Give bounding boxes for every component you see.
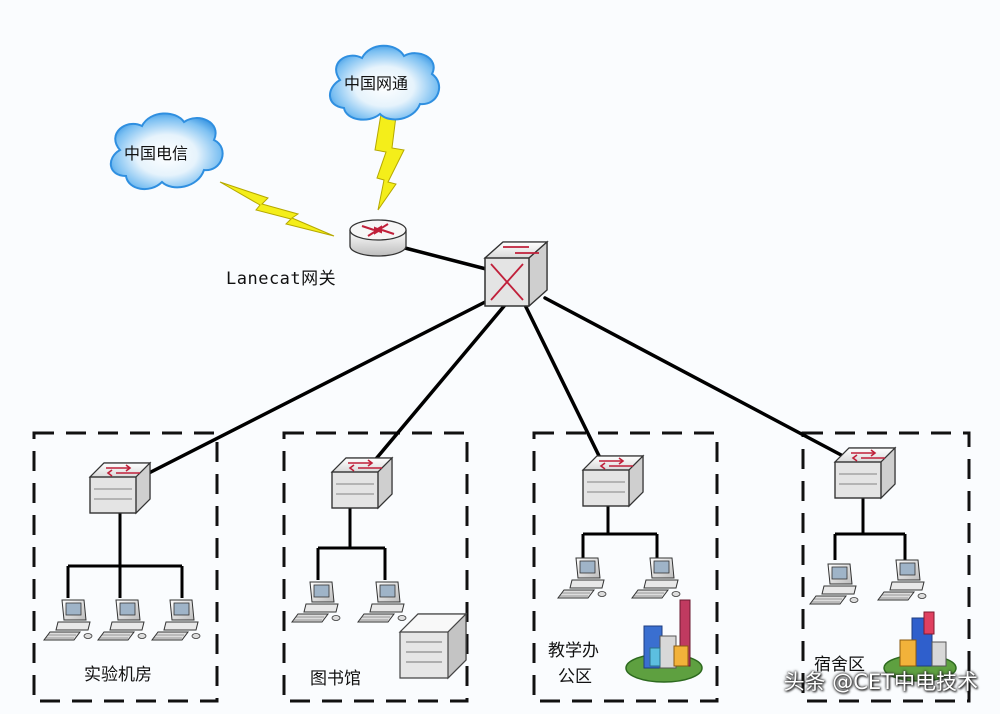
lightning-telecom-icon [219,181,335,237]
zone-label-library: 图书馆 [310,669,361,689]
link-core-library [368,303,507,468]
office-buildings-icon [625,599,703,683]
zone-label-dorm: 宿舍区 [814,655,865,675]
pc-dorm-1-icon [809,563,859,605]
link-core-dorm [543,296,862,467]
router-gateway-icon [349,219,407,257]
zone-label-teaching-line1: 教学办 [548,641,599,661]
pc-teaching-2-icon [631,557,681,599]
pc-lab-1-icon [43,599,93,641]
library-building-icon [398,612,468,680]
switch-lab-icon [89,462,151,514]
cloud-telecom-label: 中国电信 [124,144,189,163]
zone-box-teaching [532,431,719,703]
pc-dorm-2-icon [877,559,927,601]
link-core-lab [143,296,495,477]
link-gateway-core [403,246,492,272]
link-core-teaching [523,303,605,466]
switch-library-icon [331,457,393,509]
core-switch-icon [484,241,548,307]
zone-box-lab [32,431,219,703]
pc-lab-3-icon [151,599,201,641]
switch-teaching-icon [582,455,644,507]
pc-teaching-1-icon [557,557,607,599]
zone-box-dorm [801,431,971,703]
pc-library-2-icon [357,581,407,623]
switch-dorm-icon [834,447,896,499]
zone-label-teaching-line2: 公区 [558,667,592,687]
zone-label-lab: 实验机房 [84,665,152,685]
cloud-telecom-icon [110,112,224,191]
cloud-unicom-label: 中国网通 [344,74,409,93]
pc-lab-2-icon [97,599,147,641]
zone-box-library [282,431,469,703]
gateway-label: Lanecat网关 [226,269,337,289]
dorm-buildings-icon [883,611,957,682]
pc-library-1-icon [291,581,341,623]
lightning-unicom-icon [374,107,405,211]
watermark: 头条 @CET中电技术 [783,670,978,694]
cloud-unicom-icon [329,44,441,121]
